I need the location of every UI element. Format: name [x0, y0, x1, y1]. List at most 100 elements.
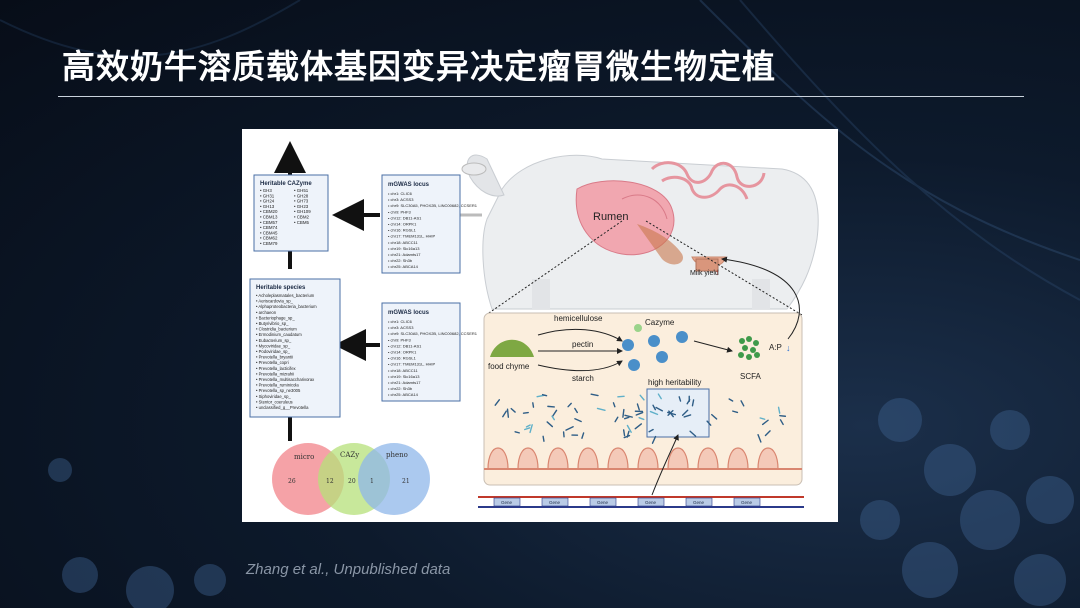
- species-item: • Butyrivibrio_sp_: [256, 321, 289, 326]
- microbe-icon: [761, 419, 769, 426]
- ap-ratio-label: A:P: [769, 343, 782, 352]
- cazyme-item: • CBM79: [260, 241, 278, 246]
- microbe-icon: [623, 416, 630, 420]
- species-box-title: Heritable species: [256, 285, 306, 291]
- microbe-icon: [525, 424, 531, 428]
- microbe-icon: [574, 418, 582, 423]
- citation: Zhang et al., Unpublished data: [246, 561, 451, 578]
- microbe-icon: [532, 402, 535, 408]
- gene-label: Gene: [597, 500, 609, 505]
- microbe-icon: [667, 411, 677, 416]
- venn-count: 26: [288, 478, 296, 485]
- venn-count: 20: [348, 478, 356, 485]
- species-item: • Alphaproteobacteria_bacterium: [256, 304, 317, 309]
- microbe-icon: [759, 417, 766, 420]
- microbe-icon: [612, 402, 616, 408]
- mgwas-locus-item: • chr25: ABCA14: [388, 392, 419, 397]
- cazyme-item: • GH109: [294, 209, 311, 214]
- gene-block: [541, 497, 569, 507]
- mgwas-locus-item: • chr18: ABCC11: [388, 240, 419, 245]
- venn-count: 21: [402, 478, 410, 485]
- microbe-icon: [626, 424, 632, 433]
- microbe-icon: [728, 398, 734, 402]
- cazyme-item: • GH3: [260, 188, 272, 193]
- cow-illustration: Rumen Milk yield ↑: [461, 154, 819, 310]
- gene-label: Gene: [549, 500, 561, 505]
- mgwas-locus-item: • chr22: Sh3b: [388, 386, 413, 391]
- microbe-icon: [510, 407, 516, 413]
- milk-yield-up-arrow: ↑: [715, 268, 719, 277]
- microbe-icon: [740, 400, 745, 407]
- microbe-icon: [681, 409, 689, 416]
- mgwas-locus-item: • chr3: ACSS3: [388, 197, 414, 202]
- microbe-icon: [649, 410, 659, 416]
- mgwas-locus-item: • chr9: SLC30A5, PHOX2B, LINC00682, CCSE…: [388, 331, 478, 336]
- species-item: • Ermodinium_caudatum: [256, 332, 302, 337]
- scfa-cluster-icon: [738, 336, 760, 360]
- mgwas-locus-item: • chr22: Sh3b: [388, 258, 413, 263]
- species-item: • Prevotella_lacticifex: [256, 366, 297, 371]
- microbe-icon: [622, 408, 625, 418]
- species-item: • Prevotella_sp_ne3005: [256, 388, 301, 393]
- mgwas-locus-bottom-box: mGWAS locus • chr1: CLIC6• chr3: ACSS3• …: [381, 302, 478, 402]
- microbe-icon: [711, 413, 718, 420]
- species-item: • Prevotella_mizrahii: [256, 371, 294, 376]
- mgwas-locus-item: • chr12: DB11-AS1: [388, 215, 422, 220]
- microbe-icon: [779, 419, 784, 426]
- species-item: • Prevotella_ruminicola: [256, 383, 299, 388]
- venn-label-pheno: pheno: [386, 451, 408, 459]
- mgwas-locus-item: • chr17: TMEM131L, HHIP: [388, 362, 435, 367]
- gene-block: [733, 497, 761, 507]
- food-chyme-icon: [490, 339, 534, 357]
- species-item: • Bacteriophage_sp_: [256, 315, 295, 320]
- microbe-icon: [614, 416, 619, 423]
- mgwas-locus-item: • chr1: CLIC6: [388, 191, 413, 196]
- microbe-icon: [648, 428, 654, 433]
- microbe-icon: [567, 402, 572, 408]
- microbe-icon: [552, 409, 558, 417]
- species-item: • Acholeplasmatales_bacterium: [256, 293, 315, 298]
- species-item: • archaeon: [256, 310, 277, 315]
- mgwas-locus-item: • chr25: ABCA14: [388, 264, 419, 269]
- zoom-lines: [485, 220, 803, 316]
- high-heritability-label: high heritability: [648, 378, 701, 387]
- mgwas-locus-item: • chr14: ORPK1: [388, 350, 417, 355]
- hemicellulose-label: hemicellulose: [554, 314, 603, 323]
- species-item: • Eubacterium_sp_: [256, 338, 292, 343]
- microbe-icon: [574, 407, 579, 414]
- mgwas-locus-item: • chr9: PHF3: [388, 337, 412, 342]
- venn-label-cazy: CAZy: [340, 451, 359, 459]
- mgwas-bottom-title: mGWAS locus: [388, 310, 430, 316]
- microbe-icon: [706, 420, 712, 426]
- cazyme-item: • GH51: [294, 188, 309, 193]
- microbe-icon: [691, 399, 695, 407]
- mgwas-locus-item: • chr3: ACSS3: [388, 325, 414, 330]
- high-heritability-box: [646, 388, 710, 438]
- microbe-icon: [757, 434, 762, 443]
- cazyme-item: • GH31: [260, 193, 275, 198]
- microbe-icon: [657, 393, 662, 400]
- title-divider: [58, 96, 1024, 97]
- microbe-icon: [565, 426, 574, 431]
- microbe-icon: [494, 399, 501, 406]
- microbe-icon: [541, 393, 548, 397]
- microbe-icon: [732, 410, 739, 414]
- cazyme-box-title: Heritable CAZyme: [260, 181, 312, 187]
- cazyme-item: • GH28: [294, 193, 309, 198]
- microbe-icon: [581, 432, 585, 439]
- species-item: • Aeriscardovia_sp_: [256, 299, 294, 304]
- mgwas-locus-item: • chr1: CLIC6: [388, 319, 413, 324]
- food-chyme-label: food chyme: [488, 362, 530, 371]
- microbe-icon: [639, 394, 645, 401]
- microbe-icon: [655, 406, 664, 412]
- microbe-icon: [652, 404, 657, 411]
- microbe-icon: [635, 411, 644, 416]
- mgwas-locus-item: • chr19: Slc16a13: [388, 374, 420, 379]
- cazyme-item: • GH23: [294, 204, 309, 209]
- microbe-icon: [651, 435, 657, 444]
- scfa-label: SCFA: [740, 372, 762, 381]
- cazyme-item: • GH24: [260, 199, 275, 204]
- cazyme-item: • CBM5: [294, 220, 310, 225]
- microbe-icon: [529, 424, 533, 434]
- mgwas-locus-item: • chr19: Slc16a13: [388, 246, 420, 251]
